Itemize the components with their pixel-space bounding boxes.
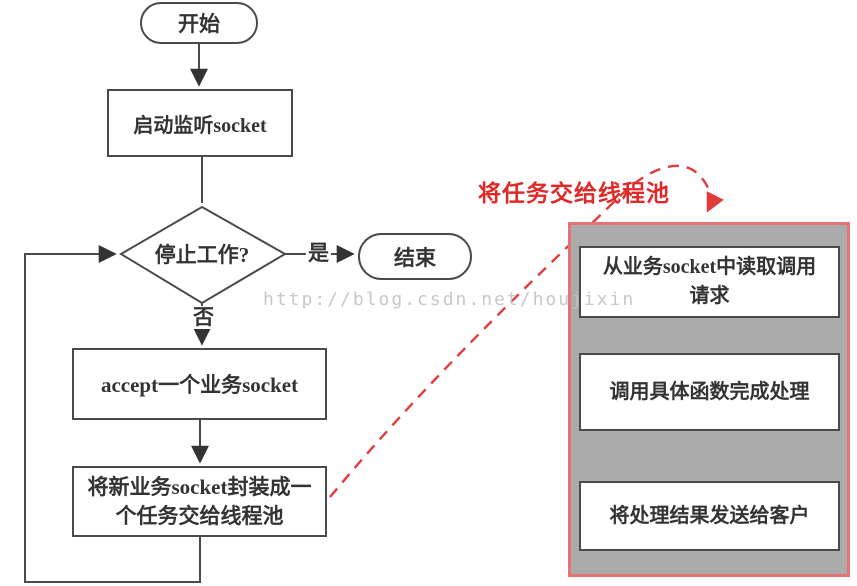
threadpool-step-call-function: 调用具体函数完成处理	[579, 353, 840, 431]
node-wrap-socket-as-task: 将新业务socket封装成一个任务交给线程池	[72, 466, 327, 537]
node-decision-label: 停止工作?	[154, 243, 250, 267]
threadpool-step-3-label: 将处理结果发送给客户	[609, 504, 810, 527]
edge-loop-back	[24, 245, 201, 583]
node-start: 开始	[140, 2, 258, 44]
threadpool-step-1-label: 从业务socket中读取调用请求	[602, 256, 817, 307]
node-listen-label: 启动监听socket	[133, 114, 267, 137]
node-start-label: 开始	[178, 12, 220, 36]
threadpool-step-read-request: 从业务socket中读取调用请求	[579, 246, 840, 318]
node-wrap-label: 将新业务socket封装成一个任务交给线程池	[87, 474, 312, 528]
threadpool-step-2-label: 调用具体函数完成处理	[609, 380, 810, 403]
threadpool-panel: 从业务socket中读取调用请求 调用具体函数完成处理 将处理结果发送给客户	[568, 222, 850, 577]
node-stop-working-decision: 停止工作?	[132, 238, 272, 270]
edge-label-yes: 是	[306, 241, 331, 266]
node-end-label: 结束	[394, 245, 436, 270]
node-end: 结束	[358, 233, 472, 280]
threadpool-arrow-label: 将任务交给线程池	[478, 181, 670, 206]
edge-task-to-threadpool-dashed	[329, 164, 724, 498]
node-start-listening-socket: 启动监听socket	[107, 89, 293, 157]
edge-label-no: 否	[191, 305, 216, 330]
node-accept-label: accept一个业务socket	[100, 373, 299, 397]
threadpool-step-send-result: 将处理结果发送给客户	[579, 481, 840, 551]
node-accept-socket: accept一个业务socket	[72, 348, 327, 420]
